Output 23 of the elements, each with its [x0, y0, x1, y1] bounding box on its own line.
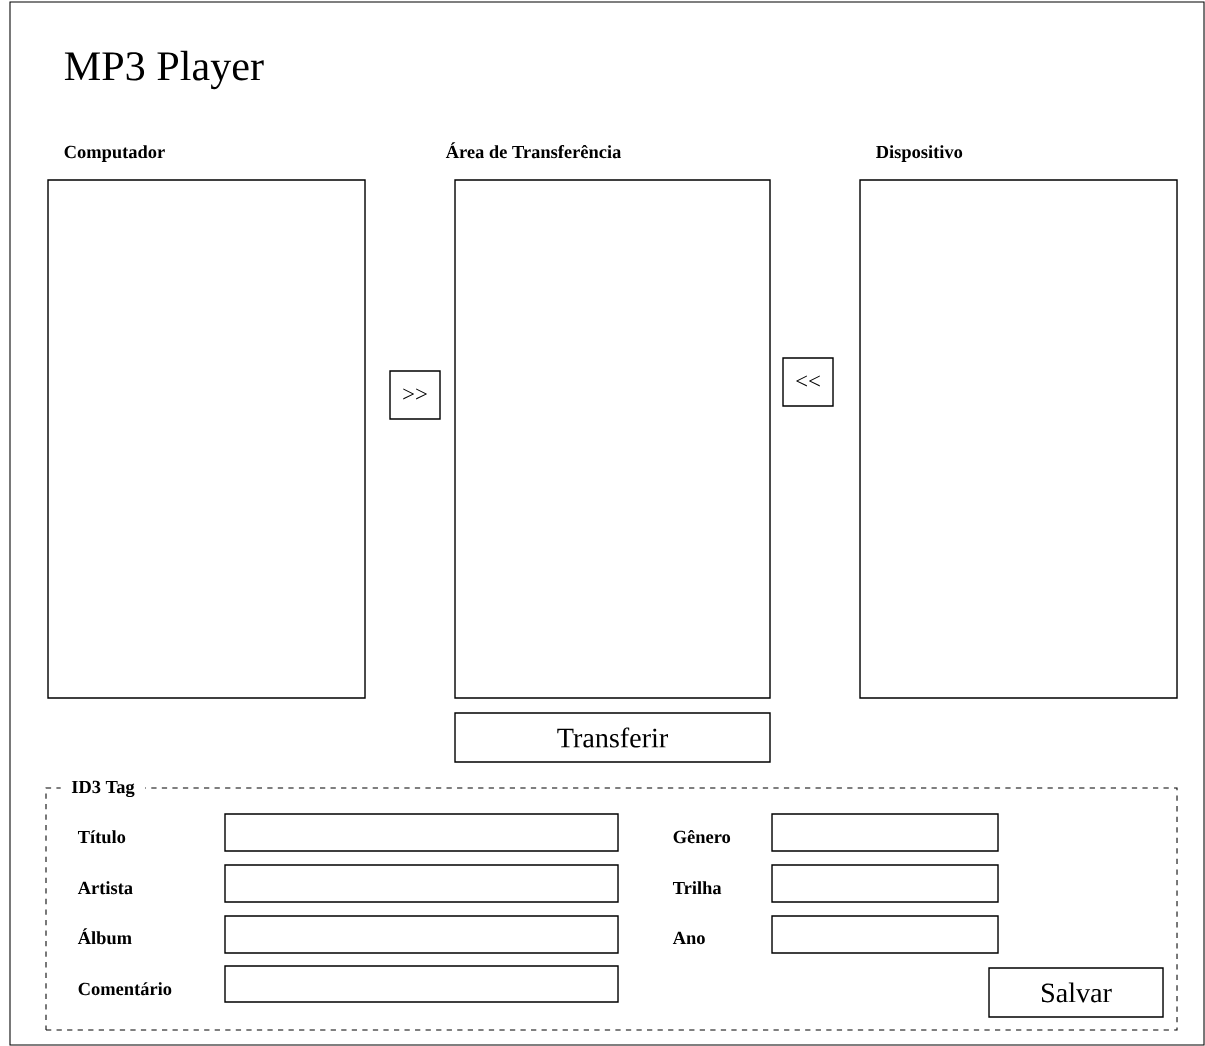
- input-field: [771, 813, 999, 852]
- field-label: Comentário: [78, 982, 172, 996]
- panel-heading: Dispositivo: [876, 145, 963, 162]
- window-title: MP3 Player: [64, 50, 264, 90]
- field-label: Álbum: [77, 928, 132, 945]
- group-label: ID3 Tag: [60, 777, 146, 801]
- input-field: [224, 965, 619, 1003]
- field-label: Gênero: [673, 830, 731, 844]
- button: >>: [389, 370, 441, 420]
- field-label: Ano: [672, 931, 705, 945]
- panel-heading: Área de Transferência: [445, 142, 621, 159]
- field-label: Trilha: [673, 881, 722, 895]
- input-field: [224, 864, 619, 903]
- input-field: [771, 864, 999, 903]
- input-field: [224, 915, 619, 954]
- field-label: Artista: [77, 881, 133, 895]
- field-label: Título: [78, 830, 126, 844]
- button: Salvar: [988, 967, 1164, 1018]
- input-field: [224, 813, 619, 852]
- button: <<: [782, 357, 834, 407]
- button: Transferir: [454, 712, 771, 763]
- input-field: [771, 915, 999, 954]
- panel-heading: Computador: [64, 145, 165, 162]
